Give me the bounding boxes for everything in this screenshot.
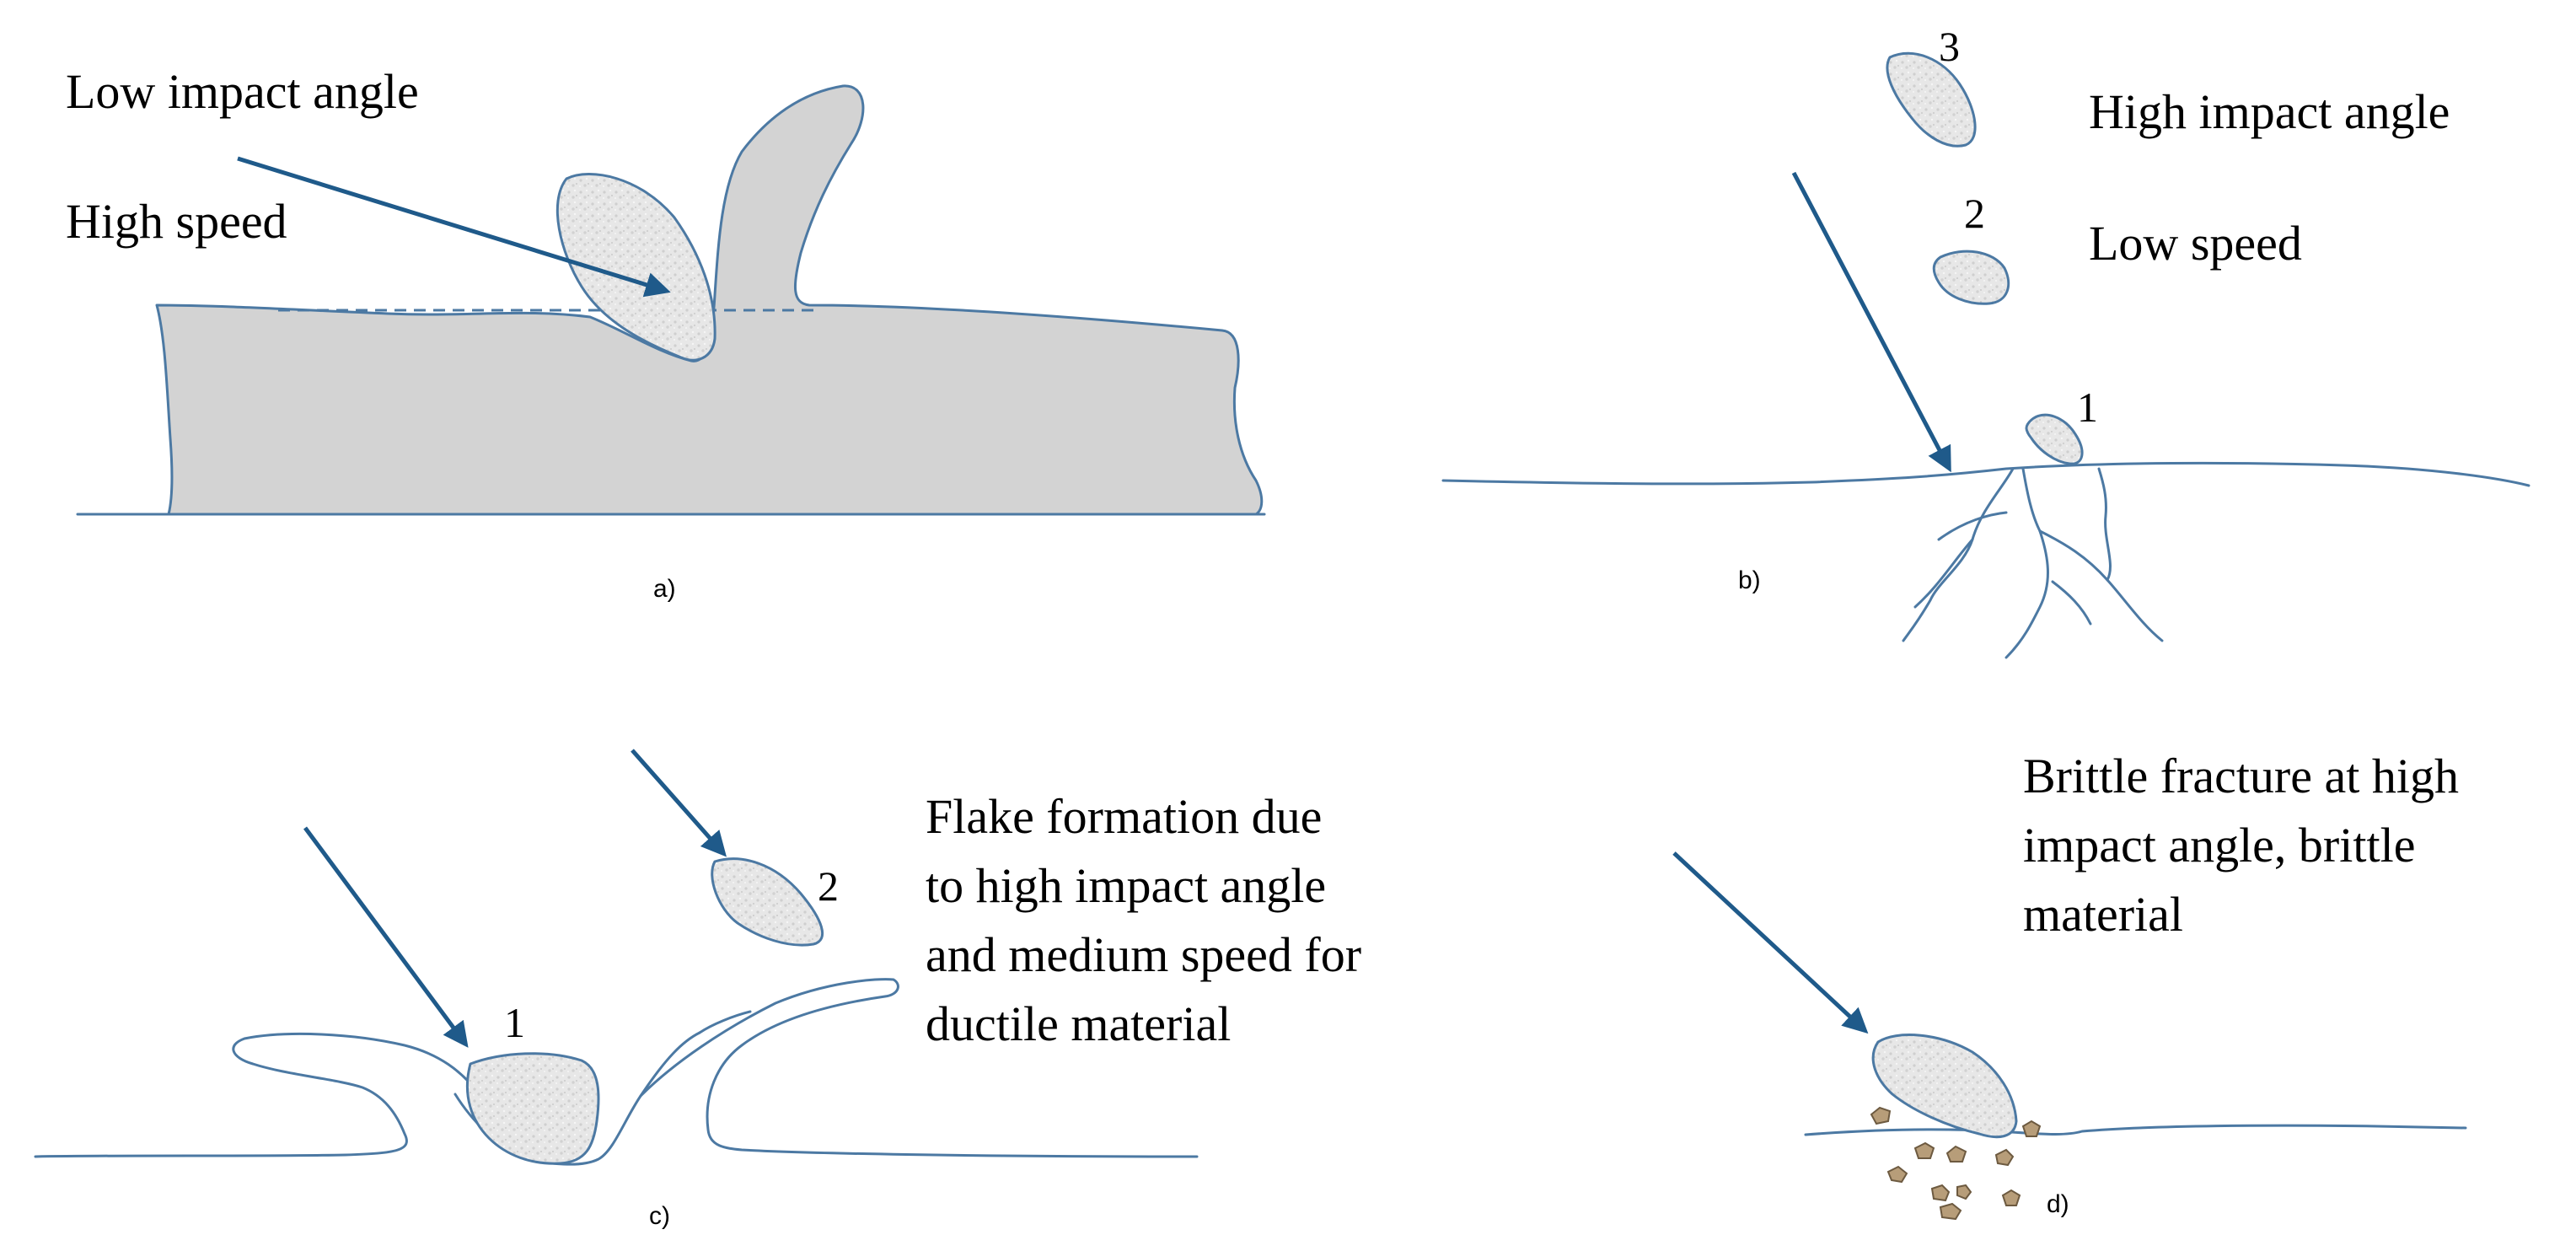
panel-c-particle-2 (711, 857, 824, 947)
panel-c-text-line-3: and medium speed for (926, 927, 1361, 982)
panel-a-line1: Low impact angle (66, 64, 419, 119)
panel-d: Brittle fracture at high impact angle, b… (1672, 749, 2467, 1221)
panel-a-impact-arrow (237, 156, 671, 298)
panel-b-particle-label-3: 3 (1939, 23, 1960, 70)
panel-b-line1: High impact angle (2089, 84, 2450, 139)
panel-d-particle (1871, 1034, 2018, 1139)
panel-a-particle (555, 173, 716, 362)
panel-b-surface (1441, 461, 2530, 487)
panel-c-text-line-1: Flake formation due (926, 789, 1322, 844)
panel-c-text-line-4: ductile material (926, 996, 1231, 1051)
panel-c-right-flake (639, 978, 1199, 1158)
panel-c-impact-arrow-1 (303, 826, 469, 1048)
panel-c-right-flake-inner (698, 1010, 752, 1034)
panel-d-surface (1804, 1124, 2467, 1136)
panel-c-impact-arrow-2 (631, 749, 727, 857)
panel-c-particle-1 (466, 1052, 600, 1165)
panel-a: Low impact angle High speed a) (66, 64, 1266, 603)
panel-c-left-surface (34, 1032, 520, 1158)
panel-d-label: d) (2047, 1190, 2069, 1218)
panel-c-text-line-2: to high impact angle (926, 858, 1326, 913)
panel-c-particle-label-1: 1 (504, 999, 525, 1046)
panel-b: High impact angle Low speed 1 2 3 b) (1441, 23, 2530, 659)
panel-d-text-line-1: Brittle fracture at high (2023, 749, 2459, 803)
panel-b-impact-arrow (1791, 171, 1951, 473)
panel-b-particle-2 (1932, 250, 2010, 305)
panel-b-particle-3 (1886, 51, 1977, 148)
panel-a-label: a) (653, 575, 676, 603)
panel-b-cracks (1902, 467, 2164, 659)
panel-b-particle-1 (2025, 413, 2084, 465)
panel-b-particle-label-1: 1 (2077, 384, 2098, 431)
panel-d-impact-arrow (1672, 851, 1869, 1034)
panel-d-text-line-3: material (2023, 887, 2183, 942)
panel-c-label: c) (649, 1202, 670, 1230)
panel-b-particle-label-2: 2 (1964, 190, 1985, 237)
panel-b-line2: Low speed (2089, 216, 2302, 271)
panel-b-label: b) (1738, 566, 1761, 594)
panel-a-solid-body (155, 84, 1264, 516)
panel-c: Flake formation due to high impact angle… (34, 749, 1361, 1230)
panel-d-debris (1870, 1106, 2042, 1221)
panel-d-text-line-2: impact angle, brittle (2023, 818, 2415, 873)
panel-a-line2: High speed (66, 194, 287, 249)
panel-c-particle-label-2: 2 (818, 862, 839, 910)
